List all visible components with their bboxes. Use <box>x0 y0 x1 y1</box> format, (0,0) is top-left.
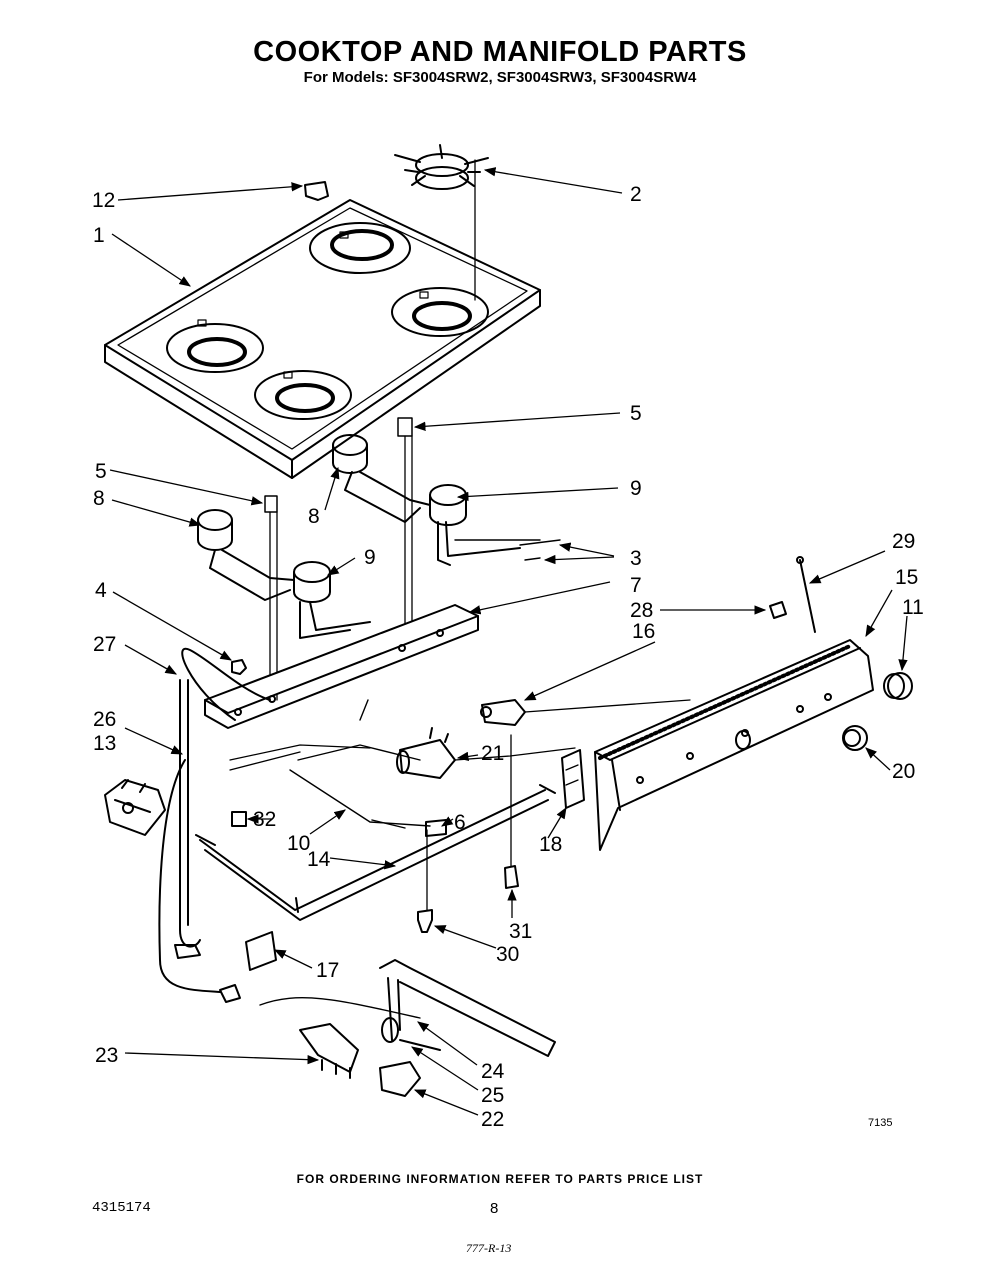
callout-8-right: 8 <box>308 505 320 528</box>
burner-grate <box>394 144 489 301</box>
callout-27: 27 <box>93 633 116 656</box>
callout-16: 16 <box>632 620 655 643</box>
callout-8-left: 8 <box>93 487 105 510</box>
manifold-panel <box>594 639 874 851</box>
callout-32: 32 <box>253 808 276 831</box>
oven-igniter <box>219 984 421 1079</box>
callout-9-left: 9 <box>364 546 376 569</box>
callout-21: 21 <box>481 742 504 765</box>
page-title: COOKTOP AND MANIFOLD PARTS <box>253 36 747 68</box>
right-burner-assembly <box>332 417 561 641</box>
screw-31 <box>504 865 519 889</box>
pressure-regulator <box>104 779 166 836</box>
callout-5-left: 5 <box>95 460 107 483</box>
callout-26: 26 <box>93 708 116 731</box>
knob-bezel <box>842 725 868 751</box>
clip-12 <box>304 181 329 201</box>
callout-13: 13 <box>93 732 116 755</box>
callout-20: 20 <box>892 760 915 783</box>
valve-21 <box>396 727 576 779</box>
ordering-info-note: FOR ORDERING INFORMATION REFER TO PARTS … <box>296 1172 704 1186</box>
callout-7: 7 <box>630 574 642 597</box>
callout-24: 24 <box>481 1060 505 1083</box>
bracket-17 <box>245 931 277 971</box>
valve-6 <box>425 819 447 837</box>
callout-12: 12 <box>92 189 115 212</box>
nut-4 <box>231 659 247 675</box>
callout-31: 31 <box>509 920 532 943</box>
callout-14: 14 <box>307 848 331 871</box>
callout-numbers: 1 2 3 4 5 5 6 7 8 8 9 9 10 11 12 13 14 1… <box>92 183 924 1131</box>
model-list: For Models: SF3004SRW2, SF3004SRW3, SF30… <box>303 69 697 86</box>
callout-30: 30 <box>496 943 519 966</box>
callout-15: 15 <box>895 566 918 589</box>
document-number: 4315174 <box>92 1200 151 1216</box>
control-knob <box>883 672 913 700</box>
callout-23: 23 <box>95 1044 118 1067</box>
oven-burner <box>379 959 556 1097</box>
handwritten-note: 777-R-13 <box>466 1241 512 1255</box>
manifold-pipe <box>199 789 549 921</box>
callout-6: 6 <box>454 811 466 834</box>
rod-29 <box>799 559 816 633</box>
cooktop-panel <box>104 199 541 479</box>
figure-number: 7135 <box>868 1117 893 1129</box>
callout-3: 3 <box>630 547 642 570</box>
clip-28 <box>769 601 787 619</box>
valve-tee-16 <box>481 699 526 726</box>
callout-leaders <box>109 167 908 1116</box>
callout-11: 11 <box>902 596 924 619</box>
callout-2: 2 <box>630 183 642 206</box>
bracket-18 <box>561 749 585 809</box>
gas-tube-27 <box>181 647 271 721</box>
orifice-32 <box>231 811 247 827</box>
callout-17: 17 <box>316 959 339 982</box>
callout-18: 18 <box>539 833 562 856</box>
callout-10: 10 <box>287 832 310 855</box>
callout-5-right: 5 <box>630 402 642 425</box>
callout-9-right: 9 <box>630 477 642 500</box>
callout-28: 28 <box>630 599 653 622</box>
callout-29: 29 <box>892 530 915 553</box>
callout-4: 4 <box>95 579 107 602</box>
callout-22: 22 <box>481 1108 504 1131</box>
callout-1: 1 <box>93 224 105 247</box>
screw-30 <box>417 909 433 933</box>
callout-25: 25 <box>481 1084 504 1107</box>
page-number: 8 <box>490 1200 499 1217</box>
